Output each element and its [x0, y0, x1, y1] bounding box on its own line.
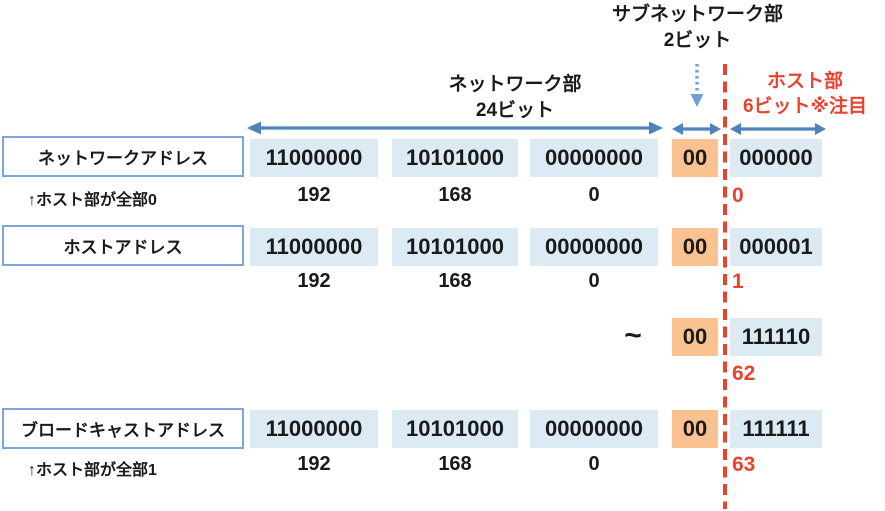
decimal-octet3: 0 — [588, 453, 600, 475]
bit-cell-octet2: 10101000 — [392, 410, 518, 448]
bit-cell-octet1: 11000000 — [250, 410, 378, 448]
host-bits-cell: 111110 — [730, 318, 822, 356]
subnet-bits-cell: 00 — [672, 139, 718, 177]
subnet-pointer-arrow — [690, 64, 704, 107]
bit-cell-octet2: 10101000 — [392, 228, 518, 266]
network-part-label: ネットワーク部 24ビット — [410, 72, 620, 124]
decimal-octet1: 192 — [297, 184, 331, 206]
bit-cell-octet2: 10101000 — [392, 139, 518, 177]
host-decimal-value: 0 — [732, 184, 744, 207]
subnet-part-label-line1: サブネットワーク部 — [611, 4, 783, 25]
host-bits-cell: 000001 — [730, 228, 822, 266]
decimal-octet1: 192 — [297, 453, 331, 475]
subnet-bits-cell: 00 — [672, 228, 718, 266]
host-decimal-value: 63 — [732, 453, 756, 476]
host-decimal-value: 1 — [732, 270, 744, 293]
network-address-box-label: ネットワークアドレス — [38, 149, 208, 168]
host-bits-cell: 000000 — [730, 139, 822, 177]
network-part-label-line1: ネットワーク部 — [448, 74, 582, 95]
host-address-box-label: ホストアドレス — [63, 238, 183, 257]
network-part-label-line2: 24ビット — [475, 100, 555, 121]
subnet-part-label: サブネットワーク部 2ビット — [590, 2, 805, 54]
note-host-all-one: ↑ホスト部が全部1 — [28, 462, 157, 479]
note-host-all-zero: ↑ホスト部が全部0 — [28, 192, 157, 209]
decimal-octet2: 168 — [438, 184, 472, 206]
host-part-label-line1: ホスト部 — [766, 71, 843, 92]
host-part-label: ホスト部 6ビット※注目 — [725, 69, 885, 119]
broadcast-address-box-label: ブロードキャストアドレス — [21, 421, 225, 440]
subnet-bits-cell: 00 — [672, 410, 718, 448]
host-address-box: ホストアドレス — [2, 225, 244, 266]
host-decimal-value: 62 — [732, 362, 756, 385]
broadcast-address-box: ブロードキャストアドレス — [2, 408, 244, 449]
bit-cell-octet3: 00000000 — [530, 228, 658, 266]
decimal-octet2: 168 — [438, 453, 472, 475]
host-bits-cell: 111111 — [730, 410, 822, 448]
tilde-ellipsis: ~ — [624, 319, 642, 352]
subnet-bits-cell: 00 — [672, 318, 718, 356]
host-part-label-line2: 6ビット※注目 — [742, 96, 868, 117]
decimal-octet2: 168 — [438, 270, 472, 292]
subnet-part-label-line2: 2ビット — [663, 30, 732, 51]
decimal-octet3: 0 — [588, 270, 600, 292]
bit-cell-octet3: 00000000 — [530, 139, 658, 177]
bit-cell-octet3: 00000000 — [530, 410, 658, 448]
bit-cell-octet1: 11000000 — [250, 139, 378, 177]
bit-cell-octet1: 11000000 — [250, 228, 378, 266]
host-span-arrow — [730, 123, 826, 135]
network-address-box: ネットワークアドレス — [2, 136, 244, 177]
decimal-octet3: 0 — [588, 184, 600, 206]
subnet-span-arrow — [672, 123, 721, 135]
decimal-octet1: 192 — [297, 270, 331, 292]
